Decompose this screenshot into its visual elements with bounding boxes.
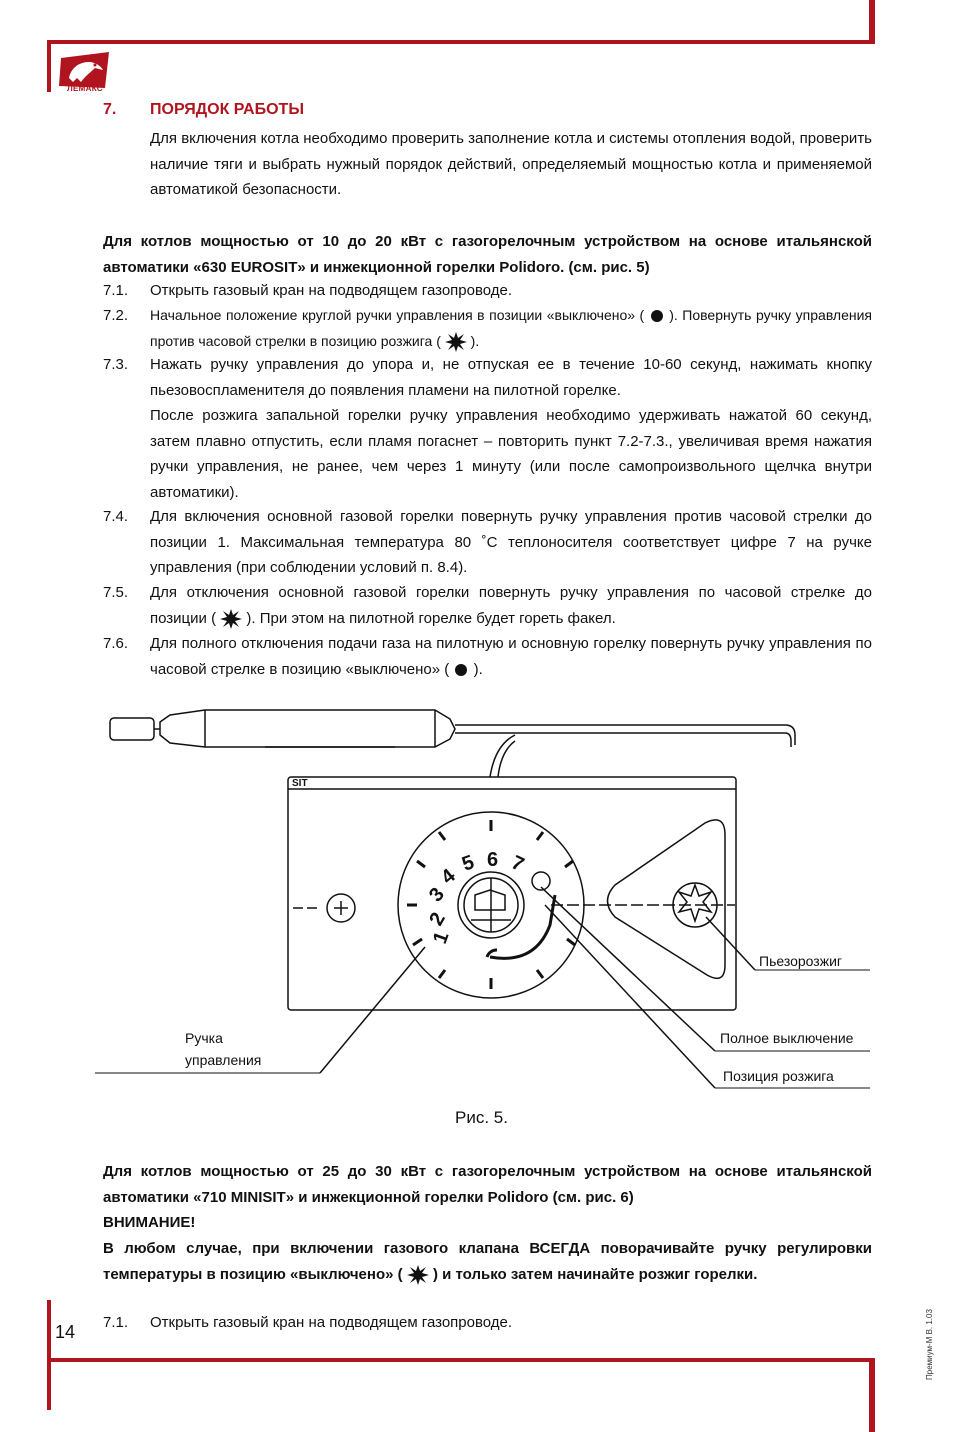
frame-bottom-line: [47, 1358, 875, 1362]
list-item: 7.2. Начальное положение круглой ручки у…: [103, 303, 873, 355]
ignition-spark-icon: [406, 1264, 429, 1285]
label-ignition: Позиция розжига: [723, 1068, 834, 1084]
warning-text: В любом случае, при включении газового к…: [103, 1236, 872, 1287]
label-handle-line1: Ручка: [185, 1030, 223, 1046]
item-text-continued: После розжига запальной горелки ручку уп…: [150, 407, 872, 501]
frame-bottom-corner: [869, 1358, 875, 1432]
item-text: Открыть газовый кран на подводящем газоп…: [150, 282, 513, 299]
dial-number: 4: [437, 864, 460, 889]
warning-text-part: В любом случае, при включении газового к…: [103, 1240, 872, 1283]
document-version-note: Премиум-М В. 1.03: [925, 1309, 934, 1380]
item-text-part: Для отключения основной газовой горелки …: [150, 584, 872, 627]
item-number: 7.6.: [103, 635, 129, 652]
dial-number: 1: [429, 929, 453, 947]
list-item: 7.6. Для полного отключения подачи газа …: [103, 631, 873, 683]
item-text-part: ).: [470, 332, 480, 349]
intro-paragraph: Для включения котла необходимо проверить…: [150, 130, 872, 198]
frame-top-line: [47, 40, 875, 44]
item-text-part: ). Повернуть ручку управления против час…: [150, 307, 873, 349]
list-item: 7.1. Открыть газовый кран на подводящем …: [103, 1310, 873, 1336]
item-text: Нажать ручку управления до упора и, не о…: [150, 356, 872, 399]
frame-top-corner: [869, 0, 875, 44]
dial-number: 3: [425, 884, 449, 907]
item-text: Для включения основной газовой горелки п…: [150, 508, 872, 576]
dial-number: 2: [425, 909, 450, 930]
maker-label: SIT: [292, 778, 308, 789]
label-handle-line2: управления: [185, 1052, 261, 1068]
item-number: 7.4.: [103, 508, 129, 525]
label-piezo: Пьезорозжиг: [759, 953, 842, 969]
off-position-icon: [455, 663, 468, 676]
warning-text-part: ) и только затем начинайте розжиг горелк…: [432, 1265, 758, 1283]
dial-number: 7: [508, 852, 527, 877]
block2-heading: Для котлов мощностью от 25 до 30 кВт с г…: [103, 1163, 872, 1206]
page-number: 14: [55, 1322, 76, 1342]
item-text-part: ). При этом на пилотной горелке будет го…: [246, 609, 616, 627]
item-number: 7.1.: [103, 282, 129, 299]
brand-name: ЛЕМАКС: [67, 84, 103, 93]
item-text: Начальное положение круглой ручки управл…: [150, 303, 872, 354]
gas-valve-diagram: SIT 1 2 3 4 5 6 7 Пьезорозжиг Полное вык…: [95, 709, 870, 1089]
figure-caption: Рис. 5.: [455, 1108, 508, 1127]
list-item: 7.5. Для отключения основной газовой гор…: [103, 580, 873, 632]
section-title: 7. ПОРЯДОК РАБОТЫ: [103, 101, 304, 119]
item-number: 7.3.: [103, 356, 129, 373]
section-title-text: ПОРЯДОК РАБОТЫ: [150, 101, 304, 118]
section-number: 7.: [103, 101, 117, 118]
attention-heading: ВНИМАНИЕ!: [103, 1214, 196, 1231]
item-text-part: Начальное положение круглой ручки управл…: [150, 307, 645, 323]
dial-number: 5: [459, 851, 477, 875]
list-item: 7.3. Нажать ручку управления до упора и,…: [103, 352, 873, 507]
ignition-spark-icon: [444, 331, 467, 352]
item-number: 7.2.: [103, 307, 129, 324]
label-full-off: Полное выключение: [720, 1030, 854, 1046]
dial-number: 6: [487, 849, 498, 871]
item-text: Открыть газовый кран на подводящем газоп…: [150, 1314, 513, 1331]
item-text-part: Для полного отключения подачи газа на пи…: [150, 635, 872, 678]
item-number: 7.5.: [103, 584, 129, 601]
item-text: Для отключения основной газовой горелки …: [150, 580, 872, 631]
block1-heading: Для котлов мощностью от 10 до 20 кВт с г…: [103, 233, 872, 276]
ignition-spark-icon: [220, 608, 243, 629]
off-position-icon: [650, 310, 663, 323]
list-item: 7.1. Открыть газовый кран на подводящем …: [103, 278, 873, 304]
item-text-part: ).: [473, 660, 483, 678]
item-text: Для полного отключения подачи газа на пи…: [150, 631, 872, 682]
frame-left-bottom: [47, 1300, 51, 1410]
list-item: 7.4. Для включения основной газовой горе…: [103, 504, 873, 580]
brand-logo: [59, 52, 109, 88]
frame-left-top: [47, 40, 51, 92]
item-number: 7.1.: [103, 1314, 129, 1331]
